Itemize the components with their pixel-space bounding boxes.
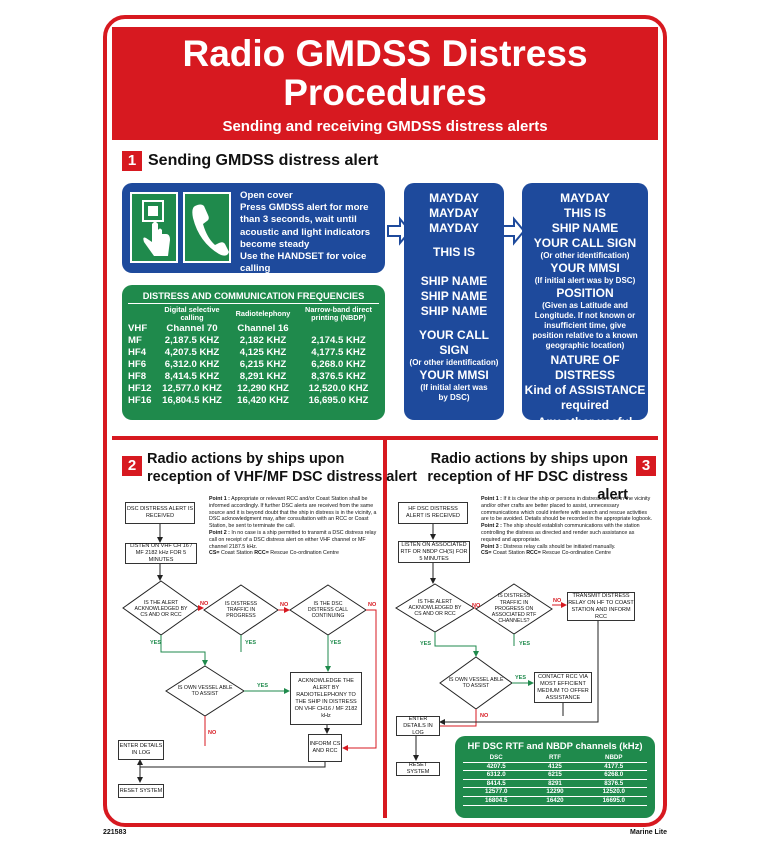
flow3-enter-log: ENTER DETAILS IN LOG [396, 716, 440, 736]
page-title: Radio GMDSS Distress Procedures [182, 33, 588, 113]
flow3-alert-received: HF DSC DISTRESS ALERT IS RECEIVED [398, 502, 468, 524]
flow3-listen: LISTEN ON ASSOCIATED RTF OR NBDP CH(S) F… [398, 541, 470, 563]
flow3-no-label-1: NO [472, 603, 481, 609]
flow2-no-label-3: NO [368, 602, 377, 608]
column-divider [383, 438, 387, 818]
flow3-decision-able: IS OWN VESSEL ABLE TO ASSIST [448, 676, 504, 689]
section2-notes: Point 1 : Appropriate or relevant RCC an… [209, 496, 377, 557]
flow3-no-label-2: NO [553, 598, 562, 604]
frequencies-title: DISTRESS AND COMMUNICATION FREQUENCIES [128, 291, 379, 304]
telephone-handset-icon [183, 192, 231, 263]
flow2-decision-acknowledged: IS THE ALERT ACKNOWLEDGED BY CS AND OR R… [134, 599, 188, 619]
flow2-yes-label-4: YES [257, 683, 269, 689]
flow2-no-label-1: NO [200, 601, 209, 607]
flow2-yes-label-3: YES [330, 640, 342, 646]
footer-brand: Marine Lite [630, 829, 667, 836]
flow2-inform: INFORM CS AND RCC [308, 734, 342, 762]
frequencies-table: Digital selective calling Radiotelephony… [128, 305, 379, 407]
hf-channels-box: HF DSC RTF and NBDP channels (kHz) DSC R… [455, 736, 655, 818]
flow2-no-label-4: NO [208, 730, 217, 736]
section3-heading: Radio actions by ships upon reception of… [427, 451, 628, 503]
flow3-decision-traffic: IS DISTRESS TRAFFIC IN PROGRESS ON ASSOC… [491, 593, 537, 625]
section3-number: 3 [636, 456, 656, 476]
flow2-yes-label-2: YES [245, 640, 257, 646]
flow2-decision-able: IS OWN VESSEL ABLE TO ASSIST [177, 684, 233, 697]
flow2-yes-label-1: YES [150, 640, 162, 646]
flow3-decision-acknowledged: IS THE ALERT ACKNOWLEDGED BY CS AND OR R… [408, 598, 462, 618]
flow3-no-label-3: NO [480, 713, 489, 719]
instruction-open-cover: Open cover [240, 190, 293, 201]
flow2-reset: RESET SYSTEM [118, 784, 164, 798]
section1-heading: Sending GMDSS distress alert [148, 152, 379, 169]
section2-number: 2 [122, 456, 142, 476]
frequencies-box: DISTRESS AND COMMUNICATION FREQUENCIES D… [122, 285, 385, 420]
footer-code: 221583 [103, 829, 127, 836]
sending-instructions: Open cover Press GMDSS alert for more th… [240, 190, 382, 275]
page-subtitle: Sending and receiving GMDSS distress ale… [222, 118, 548, 135]
mayday-call-box: MAYDAY MAYDAY MAYDAY THIS IS SHIP NAME S… [404, 183, 504, 420]
alarm-button-icon [130, 192, 178, 263]
flow2-acknowledge: ACKNOWLEDGE THE ALERT BY RADIOTELEPHONY … [290, 672, 362, 725]
section3-notes: Point 1 : If it is clear the ship or per… [481, 496, 653, 557]
hf-channels-title: HF DSC RTF and NBDP channels (kHz) [467, 741, 643, 752]
instruction-use-handset: Use the HANDSET for voice calling [240, 251, 367, 275]
flow3-transmit-relay: TRANSMIT DISTRESS RELAY ON HF TO COAST S… [567, 592, 635, 621]
distress-message-box: MAYDAY THIS IS SHIP NAME YOUR CALL SIGN … [522, 183, 648, 444]
flow2-decision-continuing: IS THE DSC DISTRESS CALL CONTINUING [307, 600, 349, 620]
flow3-yes-label-1: YES [420, 641, 432, 647]
flow2-alert-received: DSC DISTRESS ALERT IS RECEIVED [125, 502, 195, 524]
flow3-yes-label-3: YES [515, 675, 527, 681]
flow3-contact-rcc: CONTACT RCC VIA MOST EFFICIENT MEDIUM TO… [534, 672, 592, 703]
flow3-reset: RESET SYSTEM [396, 762, 440, 776]
flow3-yes-label-2: YES [519, 641, 531, 647]
flow2-decision-traffic: IS DISTRESS TRAFFIC IN PROGRESS [224, 600, 258, 620]
section1-number: 1 [122, 151, 142, 171]
flow2-enter-log: ENTER DETAILS IN LOG [118, 740, 164, 760]
flow2-listen: LISTEN ON VHF CH 16 / MF 2182 kHz FOR 5 … [125, 543, 197, 564]
section2-heading: Radio actions by ships upon reception of… [147, 451, 417, 485]
instruction-press-alert: Press GMDSS alert for more than 3 second… [240, 202, 371, 250]
flow2-no-label-2: NO [280, 602, 289, 608]
title-banner [112, 27, 658, 140]
